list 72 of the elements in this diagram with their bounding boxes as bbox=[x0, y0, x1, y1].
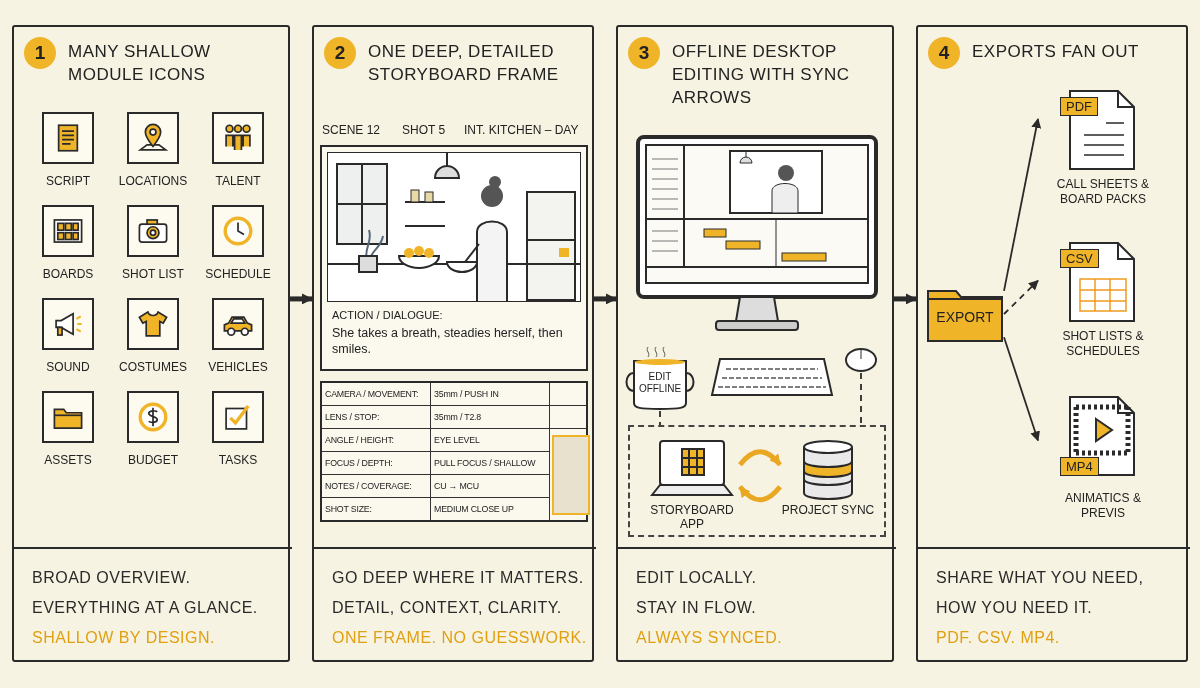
arrow bbox=[1003, 118, 1042, 292]
arrow bbox=[290, 293, 313, 305]
summary-line: SHARE WHAT YOU NEED, bbox=[936, 569, 1144, 587]
mug-label: EDIT OFFLINE bbox=[638, 371, 682, 395]
step-number-badge: 3 bbox=[628, 37, 660, 69]
module-label: SOUND bbox=[45, 360, 91, 374]
summary-line: EVERYTHING AT A GLANCE. bbox=[32, 599, 258, 617]
step-panel bbox=[616, 25, 894, 662]
module-label: ASSETS bbox=[43, 453, 93, 467]
summary-line: EDIT LOCALLY. bbox=[636, 569, 757, 587]
step-number-badge: 4 bbox=[928, 37, 960, 69]
step-panel bbox=[312, 25, 594, 662]
panel-title: OFFLINE DESKTOP EDITING WITH SYNC ARROWS bbox=[672, 41, 851, 109]
scene-label: SCENE 12 bbox=[322, 123, 381, 137]
mouse-icon bbox=[844, 347, 878, 373]
output-caption: ANIMATICS & PREVIS bbox=[1064, 491, 1142, 521]
spec-label: NOTES / COVERAGE: bbox=[321, 474, 431, 498]
spec-value: 35mm / T2.8 bbox=[430, 405, 550, 429]
panel-title: ONE DEEP, DETAILED STORYBOARD FRAME bbox=[368, 41, 560, 86]
module-label: TALENT bbox=[214, 174, 262, 188]
storyboard-frame bbox=[320, 145, 588, 371]
output-caption: SHOT LISTS & SCHEDULES bbox=[1061, 329, 1145, 359]
spec-label: FOCUS / DEPTH: bbox=[321, 451, 431, 475]
summary-line: ONE FRAME. NO GUESSWORK. bbox=[332, 629, 587, 647]
spec-label: LENS / STOP: bbox=[321, 405, 431, 429]
summary-line: SHALLOW BY DESIGN. bbox=[32, 629, 215, 647]
action-heading: ACTION / DIALOGUE: bbox=[332, 309, 443, 321]
summary-line: HOW YOU NEED IT. bbox=[936, 599, 1093, 617]
file-type-tag: PDF bbox=[1060, 97, 1098, 116]
device-label: PROJECT SYNC bbox=[780, 503, 876, 517]
output-caption: CALL SHEETS & BOARD PACKS bbox=[1055, 177, 1151, 207]
device-label: STORYBOARD APP bbox=[649, 503, 735, 531]
step-panel bbox=[12, 25, 290, 662]
arrow bbox=[738, 449, 782, 467]
summary-line: STAY IN FLOW. bbox=[636, 599, 757, 617]
connector-line bbox=[659, 410, 661, 426]
module-label: SCHEDULE bbox=[204, 267, 272, 281]
arrow bbox=[1003, 336, 1040, 442]
spec-label: CAMERA / MOVEMENT: bbox=[321, 382, 431, 406]
summary-line: BROAD OVERVIEW. bbox=[32, 569, 191, 587]
connector-line bbox=[860, 372, 862, 426]
arrow bbox=[894, 293, 917, 305]
file-type-tag: MP4 bbox=[1060, 457, 1099, 476]
summary-line: GO DEEP WHERE IT MATTERS. bbox=[332, 569, 584, 587]
shot-label: SHOT 5 bbox=[402, 123, 446, 137]
module-label: TASKS bbox=[217, 453, 259, 467]
summary-line: PDF. CSV. MP4. bbox=[936, 629, 1060, 647]
spec-label: ANGLE / HEIGHT: bbox=[321, 428, 431, 452]
arrow bbox=[594, 293, 617, 305]
summary-line: ALWAYS SYNCED. bbox=[636, 629, 783, 647]
module-label: LOCATIONS bbox=[117, 174, 189, 188]
module-label: VEHICLES bbox=[207, 360, 269, 374]
spec-value: EYE LEVEL bbox=[430, 428, 550, 452]
module-label: SHOT LIST bbox=[121, 267, 185, 281]
panel-title: EXPORTS FAN OUT bbox=[972, 41, 1140, 63]
module-label: BUDGET bbox=[127, 453, 179, 467]
step-panel bbox=[916, 25, 1188, 662]
arrow bbox=[1003, 279, 1039, 315]
arrow bbox=[738, 485, 782, 503]
slug-line: INT. KITCHEN – DAY bbox=[464, 123, 579, 137]
spec-value: 35mm / PUSH IN bbox=[430, 382, 550, 406]
step-number-badge: 1 bbox=[24, 37, 56, 69]
module-label: BOARDS bbox=[41, 267, 95, 281]
folder-label: EXPORT bbox=[935, 309, 995, 325]
file-type-tag: CSV bbox=[1060, 249, 1099, 268]
action-text: She takes a breath, steadies herself, then smiles. bbox=[332, 325, 564, 357]
summary-line: DETAIL, CONTEXT, CLARITY. bbox=[332, 599, 562, 617]
dashed-group-box bbox=[628, 425, 886, 537]
module-label: COSTUMES bbox=[118, 360, 188, 374]
panel-title: MANY SHALLOW MODULE ICONS bbox=[68, 41, 212, 86]
module-label: SCRIPT bbox=[45, 174, 91, 188]
step-number-badge: 2 bbox=[324, 37, 356, 69]
